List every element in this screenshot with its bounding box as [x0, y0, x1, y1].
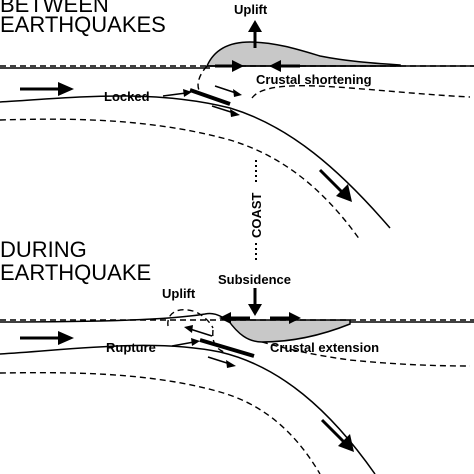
top-overriding-dashed	[197, 65, 471, 99]
bottom-extension-arrowhead-right	[289, 312, 301, 324]
bottom-shear-arrow-lower	[207, 356, 231, 365]
top-locked-fault	[189, 88, 231, 106]
top-slab-motion-arrowhead	[336, 184, 352, 202]
bottom-uplift-dashed	[167, 308, 214, 329]
bottom-slab-lower	[0, 371, 321, 474]
coast-label: COAST	[249, 192, 264, 238]
bottom-title-line2: EARTHQUAKE	[0, 260, 151, 285]
bottom-title-line1: DURING	[0, 237, 87, 262]
bottom-panel: DURING EARTHQUAKE Uplift Subsidence Crus…	[0, 237, 474, 474]
top-title-line2: EARTHQUAKES	[0, 12, 166, 37]
top-shortening-arrowhead-left	[232, 60, 244, 72]
bottom-plate-motion-arrowhead	[58, 331, 74, 345]
top-shear-arrow-lower	[211, 105, 235, 114]
bottom-slab-motion-arrowhead	[338, 434, 354, 452]
top-shortening-arrowhead-right	[269, 60, 281, 72]
bottom-shear-arrowhead-lower	[226, 360, 236, 368]
top-locked-pointer	[162, 92, 187, 97]
top-shortening-label: Crustal shortening	[256, 72, 372, 87]
coast-marker: COAST	[249, 160, 264, 262]
top-panel: BETWEEN EARTHQUAKES Uplift Crustal short…	[0, 0, 474, 241]
top-uplift-label: Uplift	[234, 2, 268, 17]
bottom-rupture-label: Rupture	[106, 340, 156, 355]
bottom-extension-label: Crustal extension	[270, 340, 379, 355]
bottom-subsidence-trough	[226, 319, 351, 343]
bottom-surface-left	[0, 312, 229, 323]
bottom-extension-arrowhead-left	[219, 312, 231, 324]
bottom-shear-arrow-upper	[189, 328, 213, 337]
bottom-shear-arrowhead-upper	[184, 325, 193, 333]
top-shear-arrowhead-upper	[233, 89, 242, 97]
top-locked-pointer-head	[183, 89, 192, 97]
bottom-slab-upper	[0, 344, 376, 474]
top-uplift-arrowhead	[248, 20, 262, 32]
bottom-rupture-pointer-head	[191, 338, 200, 346]
bottom-subsidence-arrowhead	[248, 304, 262, 316]
top-slab-lower	[0, 118, 361, 241]
bottom-rupture-pointer	[171, 341, 195, 347]
top-title-line1: BETWEEN	[0, 0, 109, 17]
top-locked-label: Locked	[104, 89, 150, 104]
top-slab-motion-arrow	[318, 168, 344, 194]
bottom-rupture-fault	[199, 338, 255, 358]
top-plate-motion-arrowhead	[58, 82, 74, 96]
top-slab-upper	[0, 95, 391, 229]
bottom-uplift-label: Uplift	[162, 286, 196, 301]
bottom-slab-motion-arrow	[320, 418, 346, 444]
top-shear-arrow-upper	[214, 85, 237, 94]
top-shear-arrowhead-lower	[230, 109, 240, 117]
bottom-subsidence-label: Subsidence	[218, 272, 291, 287]
